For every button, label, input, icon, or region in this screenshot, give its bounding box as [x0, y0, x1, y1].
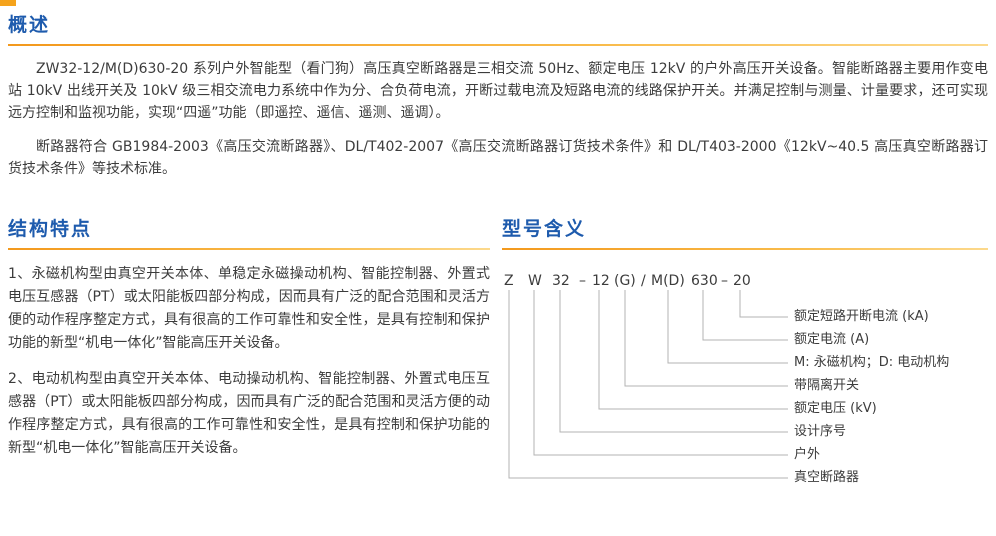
connector-lines: [508, 290, 788, 479]
model-code-segment: W: [528, 273, 542, 289]
model-label: 额定电流 (A): [794, 332, 870, 347]
overview-paragraph: 断路器符合 GB1984-2003《高压交流断路器》、DL/T402-2007《…: [8, 139, 988, 177]
model-code-segment: –: [579, 273, 586, 289]
model-code-segment: Z: [504, 273, 514, 289]
overview-title: 概述: [8, 14, 51, 36]
model-code-segment: M(D): [651, 273, 685, 289]
model-label: 户外: [794, 447, 821, 462]
feature-paragraph: 1、永磁机构型由真空开关本体、单稳定永磁操动机构、智能控制器、外置式电压互感器（…: [8, 266, 490, 351]
section-underline: [8, 248, 490, 250]
corner-accent: [0, 0, 16, 6]
features-section: 结构特点 1、永磁机构型由真空开关本体、单稳定永磁操动机构、智能控制器、外置式电…: [8, 216, 490, 504]
section-underline: [8, 44, 988, 46]
model-code-segment: (G): [614, 273, 636, 289]
section-underline: [502, 248, 988, 250]
model-label: M: 永磁机构；D: 电动机构: [794, 355, 950, 370]
model-label: 额定短路开断电流 (kA): [794, 309, 929, 324]
feature-paragraph: 2、电动机构型由真空开关本体、电动操动机构、智能控制器、外置式电压互感器（PT）…: [8, 371, 490, 456]
two-column-area: 结构特点 1、永磁机构型由真空开关本体、单稳定永磁操动机构、智能控制器、外置式电…: [8, 216, 988, 504]
model-section: 型号含义 Z W 32: [502, 216, 988, 504]
features-title: 结构特点: [8, 218, 93, 240]
model-code-segment: 630: [691, 273, 718, 289]
model-code-segment: 12: [592, 273, 610, 289]
model-title: 型号含义: [502, 218, 587, 240]
model-label: 真空断路器: [794, 470, 860, 485]
overview-paragraph: ZW32-12/M(D)630-20 系列户外智能型（看门狗）高压真空断路器是三…: [8, 61, 988, 121]
model-label: 带隔离开关: [794, 378, 860, 393]
model-code-segment: –: [721, 273, 728, 289]
model-diagram: Z W 32 – 12 (G) / M(D) 630 – 20 额定短路开断电流…: [502, 272, 988, 504]
model-code-segment: /: [641, 273, 646, 289]
model-code-segment: 20: [733, 273, 751, 289]
overview-section: 概述 ZW32-12/M(D)630-20 系列户外智能型（看门狗）高压真空断路…: [8, 12, 988, 180]
model-code-segment: 32: [552, 273, 570, 289]
model-label: 设计序号: [794, 424, 847, 439]
model-label: 额定电压 (kV): [794, 401, 877, 416]
